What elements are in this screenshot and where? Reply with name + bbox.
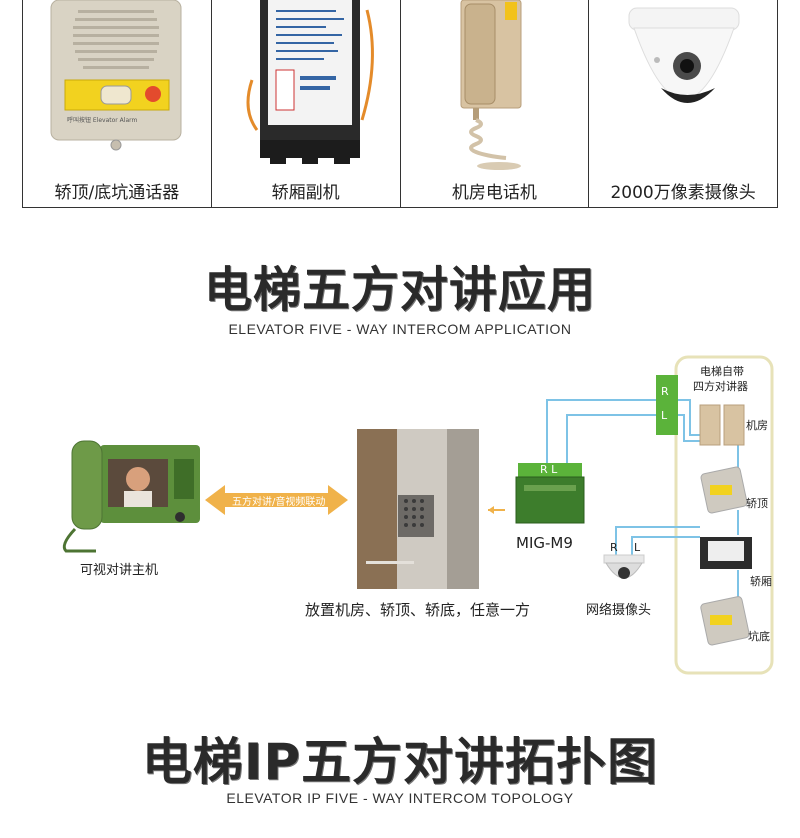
right-r-label: R [661,385,669,398]
car-top-intercom-icon: 呼叫按钮 Elevator Alarm [50,0,182,151]
product-label: 机房电话机 [451,183,537,203]
car-cabin-box-icon [700,537,752,569]
car-sub-unit-icon [246,0,374,164]
section2-title: 电梯IP五方对讲拓扑图 [141,733,659,791]
elevator-interior-icon [357,429,479,589]
car-top-box-icon [700,466,748,514]
right-panel-title-2: 四方对讲器 [693,380,748,393]
product-cell-car-top-intercom: 呼叫按钮 Elevator Alarm 轿顶/底坑通话器 [23,0,212,207]
elevator-label: 放置机房、轿顶、轿底，任意一方 [305,601,531,619]
section1-subtitle: ELEVATOR FIVE - WAY INTERCOM APPLICATION [228,321,572,337]
machine-room-phone-icon [460,0,521,170]
module-label: MIG-M9 [516,534,573,552]
dome-camera-icon [628,7,740,103]
camera-l-label: L [634,541,641,554]
product-label: 轿顶/底坑通话器 [54,183,180,203]
product-cell-machine-room-phone: 机房电话机 [401,0,590,207]
section2-subtitle: ELEVATOR IP FIVE - WAY INTERCOM TOPOLOGY [226,790,574,806]
camera-label: 网络摄像头 [586,603,652,618]
camera-r-label: R [610,541,618,554]
product-cell-dome-camera: 2000万像素摄像头 [589,0,777,207]
module-rl-label: R L [540,463,558,476]
intercom-diagram: 可视对讲主机 五方对讲/音视频联动 放置机房、轿顶、轿底，任意一方 R L MI… [0,345,800,685]
network-camera-icon [603,554,645,579]
product-label: 轿厢副机 [271,183,340,203]
pit-box-icon [700,596,750,646]
product-table: 呼叫按钮 Elevator Alarm 轿顶/底坑通话器 轿厢副机 [22,0,778,208]
right-item-label: 轿厢 [750,575,772,588]
machine-room-phones-icon [699,404,745,446]
diagram-lines [62,355,774,675]
right-item-label: 轿顶 [746,497,768,510]
right-item-label: 机房 [746,419,768,432]
video-intercom-host-icon [62,440,200,553]
right-panel-title-1: 电梯自带 [700,365,744,378]
product-cell-car-sub-unit: 轿厢副机 [212,0,401,207]
arrow-label: 五方对讲/音视频联动 [232,497,326,508]
right-l-label: L [661,409,668,422]
mig-m9-module-icon [515,463,585,524]
product-label: 2000万像素摄像头 [610,183,756,203]
host-label: 可视对讲主机 [80,563,159,578]
section1-title: 电梯五方对讲应用 [203,262,596,318]
svg-text:呼叫按钮 Elevator Alarm: 呼叫按钮 Elevator Alarm [67,116,137,124]
right-item-label: 坑底 [748,630,770,643]
